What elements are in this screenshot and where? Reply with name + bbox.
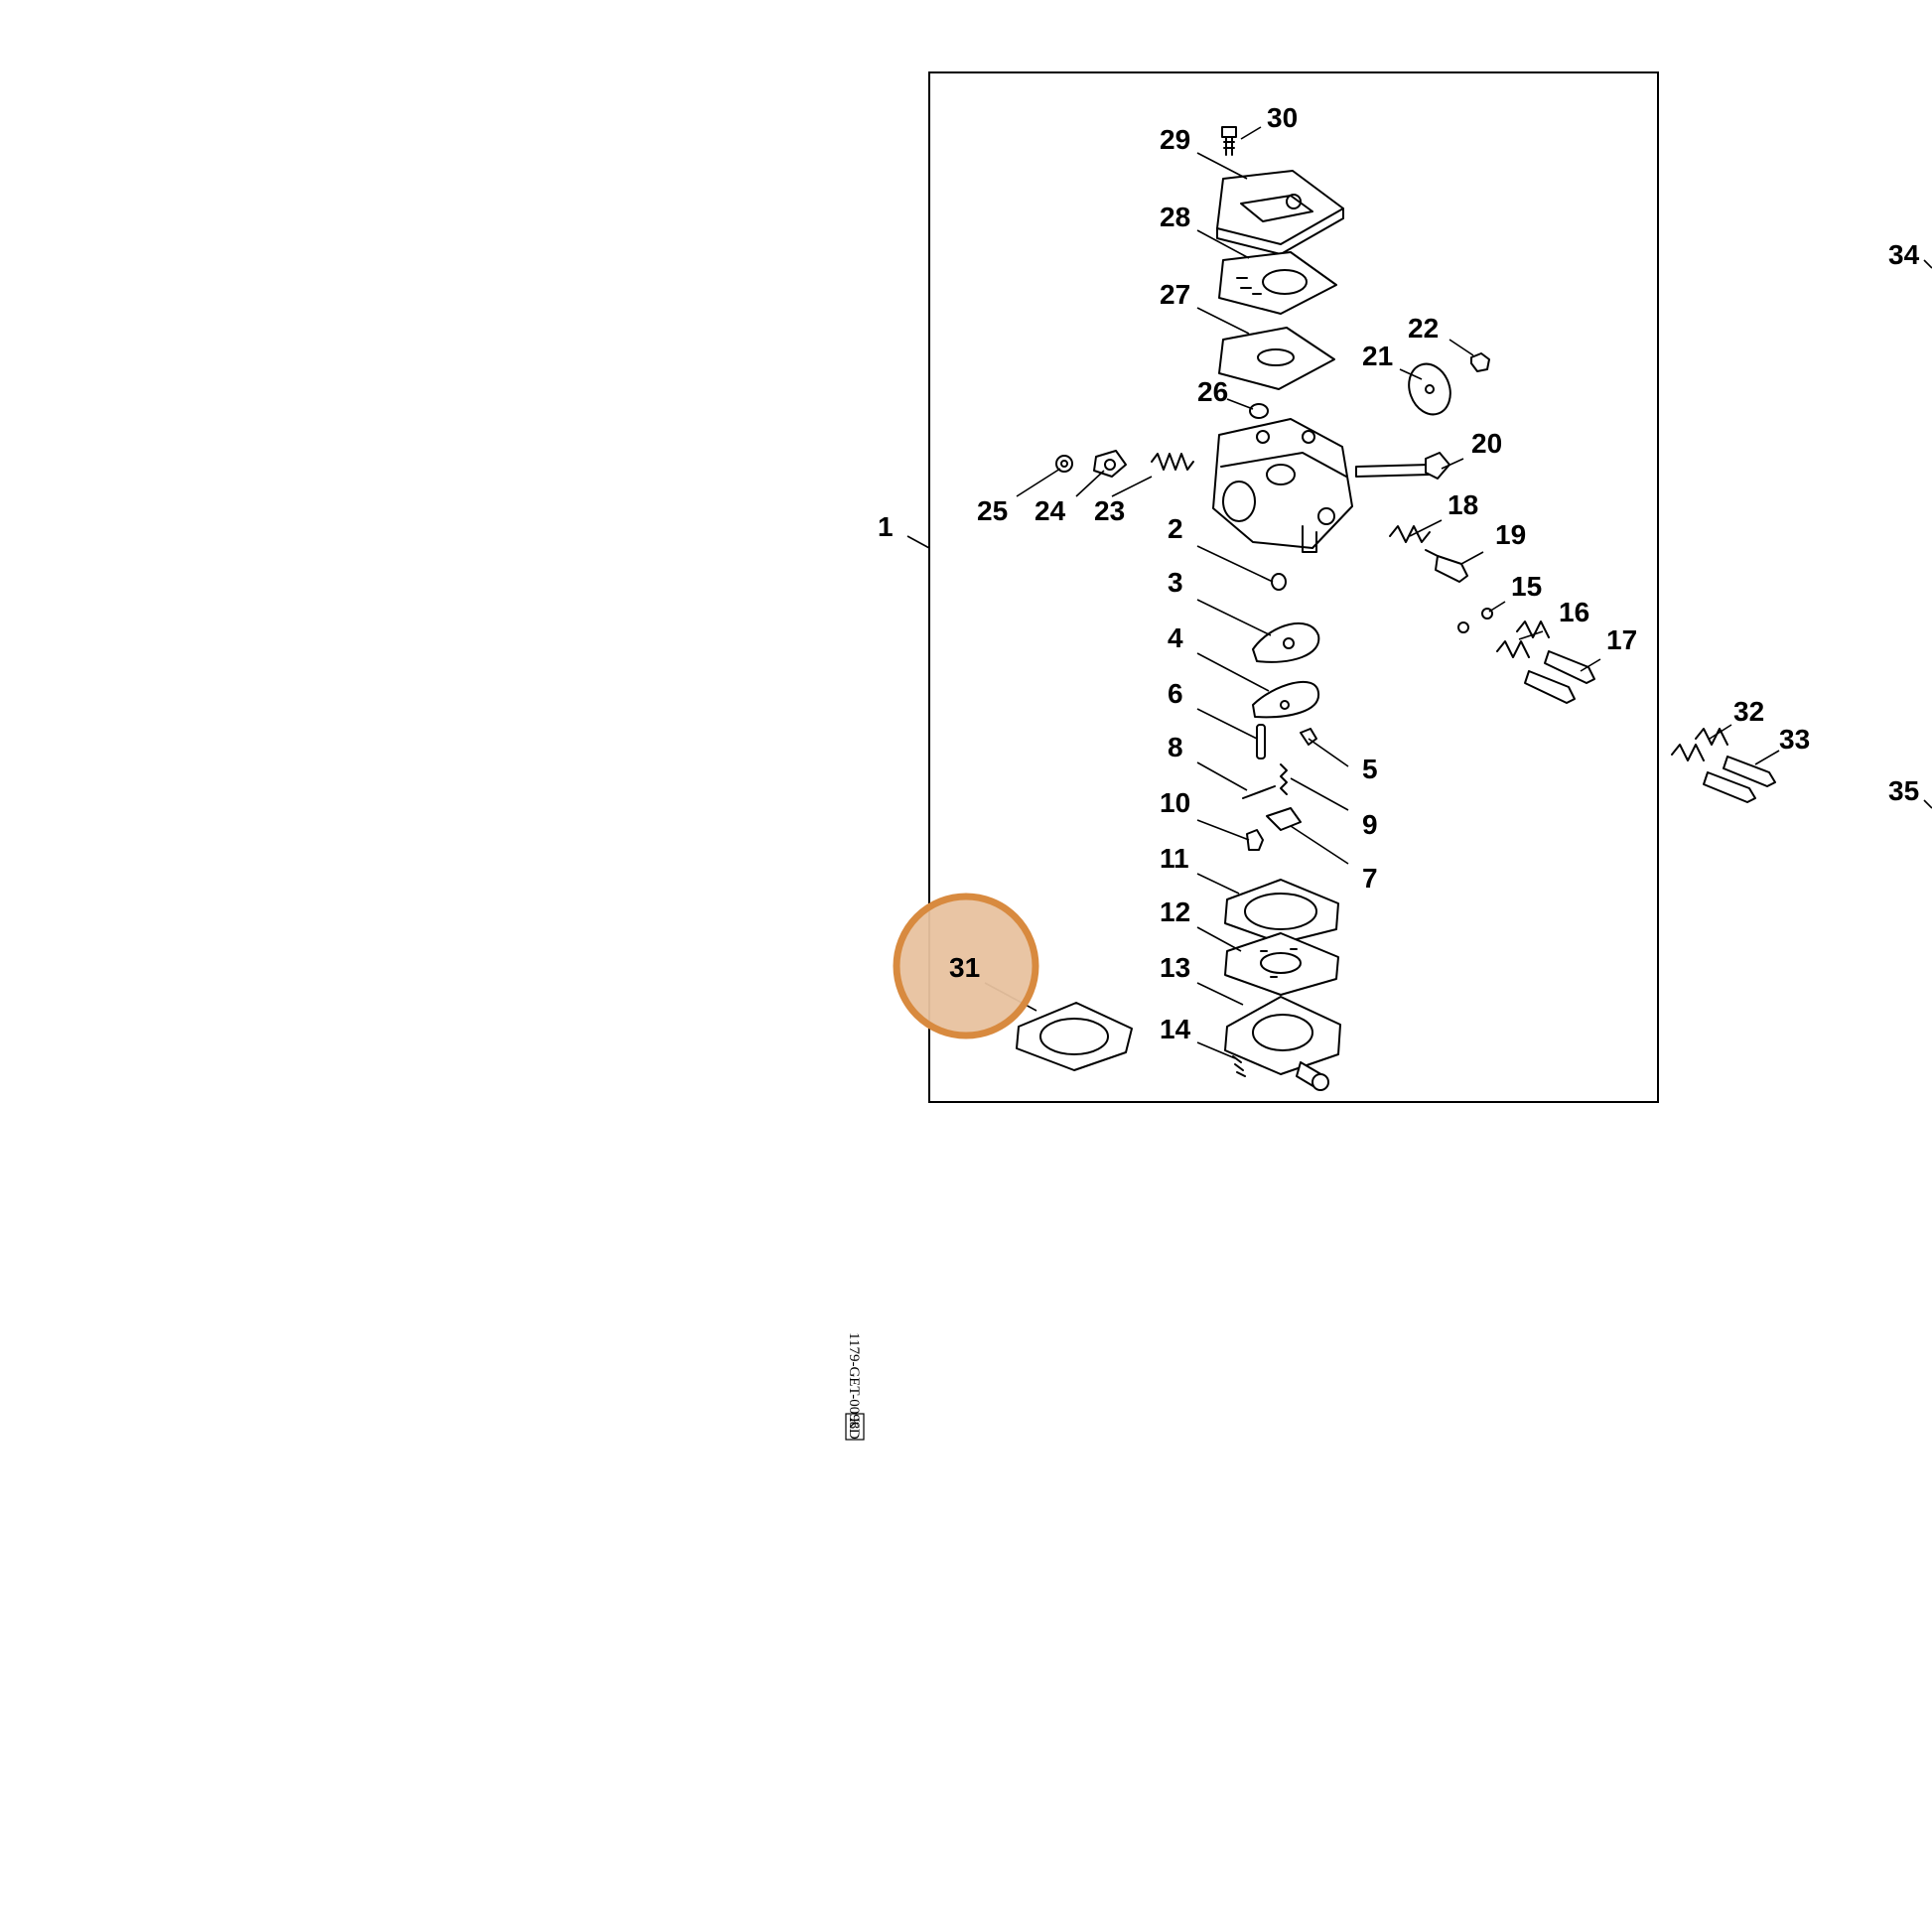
drawing-code-suffix: KD (846, 1418, 862, 1440)
callout-32[interactable]: 32 (1733, 696, 1764, 727)
callout-13[interactable]: 13 (1160, 952, 1190, 983)
callout-labels: 1 2 3 4 5 6 7 8 9 10 11 12 13 14 15 16 1… (878, 102, 1920, 1044)
part-nut-26 (1249, 403, 1269, 419)
part-pump-cover-29 (1216, 170, 1344, 255)
part-spring-9 (1280, 763, 1288, 795)
callout-7[interactable]: 7 (1362, 863, 1378, 894)
callout-6[interactable]: 6 (1168, 678, 1183, 709)
callout-27[interactable]: 27 (1160, 279, 1190, 310)
callout-1[interactable]: 1 (878, 511, 894, 542)
callout-18[interactable]: 18 (1448, 489, 1478, 520)
callout-23[interactable]: 23 (1094, 495, 1125, 526)
callout-25[interactable]: 25 (977, 495, 1008, 526)
part-needle-6 (1256, 724, 1266, 759)
part-shaft-20 (1355, 452, 1450, 480)
callout-2[interactable]: 2 (1168, 513, 1183, 544)
part-lever-24 (1093, 450, 1127, 478)
callout-4[interactable]: 4 (1168, 622, 1183, 653)
callout-26[interactable]: 26 (1197, 376, 1228, 407)
part-spring-32 (1671, 728, 1728, 761)
part-carburetor-body (1212, 418, 1353, 553)
part-gasket-28 (1218, 251, 1337, 315)
callout-24[interactable]: 24 (1035, 495, 1066, 526)
callout-31[interactable]: 31 (949, 952, 980, 983)
parts-artwork (1016, 126, 1776, 1091)
callout-19[interactable]: 19 (1495, 519, 1526, 550)
part-lever-7 (1266, 807, 1302, 831)
callout-16[interactable]: 16 (1559, 597, 1589, 627)
part-gasket-11 (1224, 879, 1339, 944)
callout-9[interactable]: 9 (1362, 809, 1378, 840)
drawing-code: 1179-GET-0098 (846, 1332, 862, 1429)
callout-29[interactable]: 29 (1160, 124, 1190, 155)
callout-12[interactable]: 12 (1160, 897, 1190, 927)
callout-17[interactable]: 17 (1606, 624, 1637, 655)
callout-11[interactable]: 11 (1160, 843, 1189, 874)
drawing-code-group: 1179-GET-0098 KD (845, 1332, 865, 1441)
part-diaphragm-27 (1218, 327, 1335, 390)
part-valve-2 (1271, 573, 1287, 591)
part-nut-22 (1470, 352, 1490, 372)
part-plate-4 (1252, 680, 1320, 719)
part-spring-16 (1496, 621, 1550, 658)
callout-10[interactable]: 10 (1160, 787, 1190, 818)
callout-5[interactable]: 5 (1362, 754, 1378, 784)
part-cover-13 (1224, 996, 1341, 1091)
callout-33[interactable]: 33 (1779, 724, 1810, 755)
callout-34[interactable]: 34 (1888, 239, 1920, 270)
callout-8[interactable]: 8 (1168, 732, 1183, 762)
part-plate-3 (1252, 621, 1320, 663)
part-needle-17 (1524, 650, 1595, 704)
part-spring-18 (1389, 525, 1431, 543)
callout-21[interactable]: 21 (1362, 341, 1393, 371)
part-washer-15 (1457, 608, 1493, 633)
callout-20[interactable]: 20 (1471, 428, 1502, 459)
leader-lines (906, 126, 1932, 1059)
callout-22[interactable]: 22 (1408, 313, 1439, 344)
callout-28[interactable]: 28 (1160, 202, 1190, 232)
callout-14[interactable]: 14 (1160, 1014, 1191, 1044)
callout-3[interactable]: 3 (1168, 567, 1183, 598)
part-screw-14 (1232, 1055, 1246, 1077)
highlight-ring-callout-31[interactable] (893, 893, 1039, 1039)
part-screw-30 (1221, 126, 1237, 156)
part-disc-21 (1408, 362, 1451, 416)
assembly-frame (928, 71, 1659, 1103)
callout-15[interactable]: 15 (1511, 571, 1542, 602)
part-screw-10 (1246, 829, 1264, 851)
drawing-code-suffix-box (845, 1413, 865, 1441)
callout-30[interactable]: 30 (1267, 102, 1298, 133)
part-screw-19 (1425, 549, 1468, 583)
part-pin-8 (1242, 785, 1276, 799)
part-needle-33 (1703, 756, 1776, 803)
part-nut-25 (1055, 455, 1073, 473)
part-spring-23 (1151, 453, 1194, 471)
part-diaphragm-12 (1224, 932, 1339, 996)
part-gasket-31 (1016, 1002, 1133, 1071)
callout-35[interactable]: 35 (1888, 775, 1919, 806)
